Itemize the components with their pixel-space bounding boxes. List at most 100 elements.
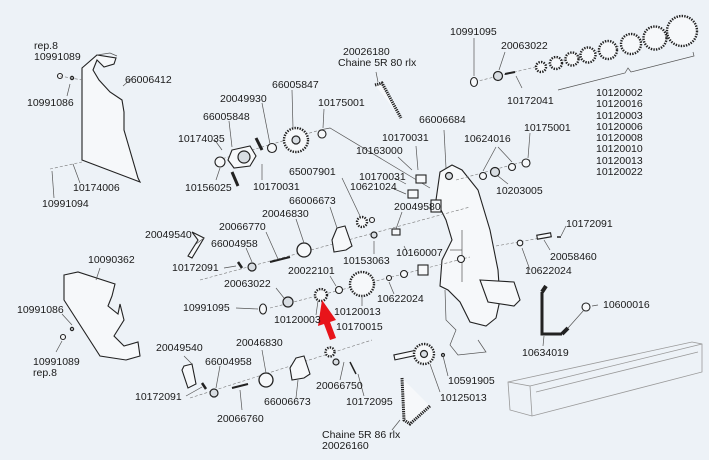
nut-10600016[interactable] xyxy=(581,302,591,312)
washer-10622024[interactable] xyxy=(385,274,393,282)
part-label-20049930[interactable]: 20049930 xyxy=(220,93,267,105)
part-label-10622024[interactable]: 10622024 xyxy=(377,293,424,305)
roller-20049580[interactable] xyxy=(391,228,401,236)
guard-plate-66006412[interactable] xyxy=(81,52,142,184)
part-label-20026180[interactable]: 20026180 xyxy=(343,46,390,58)
part-label-66005847[interactable]: 66005847 xyxy=(272,79,319,91)
plate-66006673[interactable] xyxy=(331,225,353,253)
part-label-10172091[interactable]: 10172091 xyxy=(172,262,219,274)
part-label-66004958[interactable]: 66004958 xyxy=(205,356,252,368)
bolt-10156025[interactable] xyxy=(254,137,264,151)
sprocket-option[interactable]: 10120010 xyxy=(596,143,643,156)
nut-10991086[interactable] xyxy=(69,326,75,332)
part-label-66006684[interactable]: 66006684 xyxy=(419,114,466,126)
sprocket-option[interactable]: 10120008 xyxy=(596,132,643,145)
pin-10172091[interactable] xyxy=(200,382,208,390)
part-label-10153063[interactable]: 10153063 xyxy=(343,255,390,267)
part-label-10175001[interactable]: 10175001 xyxy=(524,122,571,134)
part-label-10991095[interactable]: 10991095 xyxy=(183,302,230,314)
part-label-65007901[interactable]: 65007901 xyxy=(289,166,336,178)
washer-10624016[interactable] xyxy=(507,162,517,172)
part-label-20049580[interactable]: 20049580 xyxy=(394,201,441,213)
part-label-10170031[interactable]: 10170031 xyxy=(382,132,429,144)
washer-10622024[interactable] xyxy=(516,239,524,247)
part-label-20063022[interactable]: 20063022 xyxy=(224,278,271,290)
part-label-10170015[interactable]: 10170015 xyxy=(336,321,383,333)
part-label-10175001[interactable]: 10175001 xyxy=(318,97,365,109)
sprocket-option[interactable]: 10120013 xyxy=(596,154,643,167)
pin-10172095[interactable] xyxy=(349,361,357,375)
part-label-10624016[interactable]: 10624016 xyxy=(464,133,511,145)
plate-66006673[interactable] xyxy=(289,355,311,381)
part-label-10120013[interactable]: 10120013 xyxy=(334,306,381,318)
washer-10991095[interactable] xyxy=(258,303,268,315)
part-label-10991095[interactable]: 10991095 xyxy=(450,26,497,38)
spacer-20022101[interactable] xyxy=(334,285,344,295)
part-label-10090362[interactable]: 10090362 xyxy=(88,254,135,266)
pin-10172041[interactable] xyxy=(504,71,516,75)
washer-10174035[interactable] xyxy=(214,156,226,168)
arm-66006684[interactable] xyxy=(435,164,521,327)
part-label-20066750[interactable]: 20066750 xyxy=(316,380,363,392)
spacer-20049930[interactable] xyxy=(266,142,278,154)
part-label-10621024[interactable]: 10621024 xyxy=(350,181,397,193)
circlip-10175001[interactable] xyxy=(521,158,531,168)
sprocket-option[interactable]: 10120016 xyxy=(596,98,643,111)
part-label-66006412[interactable]: 66006412 xyxy=(125,74,172,86)
sprocket-option[interactable]: 10120022 xyxy=(596,166,643,179)
part-label-10991086[interactable]: 10991086 xyxy=(27,97,74,109)
pin-10172091[interactable] xyxy=(236,261,244,269)
part-label-20046830[interactable]: 20046830 xyxy=(262,208,309,220)
part-label-10991094[interactable]: 10991094 xyxy=(42,198,89,210)
part-label-10172095[interactable]: 10172095 xyxy=(346,396,393,408)
part-label-10203005[interactable]: 10203005 xyxy=(496,185,543,197)
sprocket-option[interactable]: 10120006 xyxy=(596,120,643,133)
clip-10621024[interactable] xyxy=(407,189,419,199)
part-label-10622024[interactable]: 10622024 xyxy=(525,265,572,277)
part-label-10172041[interactable]: 10172041 xyxy=(507,95,554,107)
cam-20046830[interactable] xyxy=(258,372,274,388)
part-label-20046830[interactable]: 20046830 xyxy=(236,337,283,349)
bearing-flange-66005848[interactable] xyxy=(227,145,257,169)
sprocket-65007901[interactable] xyxy=(355,215,369,229)
part-label-10634019[interactable]: 10634019 xyxy=(522,347,569,359)
part-label-10170031[interactable]: 10170031 xyxy=(359,171,406,183)
bolt-10156025[interactable] xyxy=(230,171,240,187)
part-label-20022101[interactable]: 20022101 xyxy=(288,265,335,277)
part-label-66006673[interactable]: 66006673 xyxy=(289,195,336,207)
plate-10090362[interactable] xyxy=(63,271,141,361)
part-label-20063022[interactable]: 20063022 xyxy=(501,40,548,52)
hub-66004958[interactable] xyxy=(247,262,257,272)
chain-80-label[interactable]: Chaine 5R 80 rlx xyxy=(338,57,417,69)
sprocket-10120003[interactable] xyxy=(313,287,329,303)
part-label-20049540[interactable]: 20049540 xyxy=(156,342,203,354)
part-label-20058460[interactable]: 20058460 xyxy=(550,251,597,263)
sprocket-10120013[interactable] xyxy=(348,270,376,298)
tensioner-10153063[interactable] xyxy=(370,231,378,239)
bracket-20049540[interactable] xyxy=(187,231,205,259)
tensioner-20066750[interactable] xyxy=(332,358,340,366)
part-label-10600016[interactable]: 10600016 xyxy=(603,299,650,311)
sprocket-set[interactable] xyxy=(534,14,699,74)
part-label-10160007[interactable]: 10160007 xyxy=(396,247,443,259)
part-label-10120003[interactable]: 10120003 xyxy=(274,314,321,326)
chain-20026160[interactable] xyxy=(400,377,432,426)
part-label-10991089[interactable]: 10991089 xyxy=(34,51,81,63)
bolt-10991089[interactable] xyxy=(59,333,67,341)
hub-20063022[interactable] xyxy=(282,296,294,308)
chain-20026180[interactable] xyxy=(374,81,403,119)
part-label-10174006[interactable]: 10174006 xyxy=(73,182,120,194)
part-label-10125013[interactable]: 10125013 xyxy=(440,392,487,404)
part-label-10163000[interactable]: 10163000 xyxy=(356,145,403,157)
part-label-20049540[interactable]: 20049540 xyxy=(145,229,192,241)
clip-10170031[interactable] xyxy=(415,174,427,184)
part-label-20066770[interactable]: 20066770 xyxy=(219,221,266,233)
circlip-10175001[interactable] xyxy=(317,129,327,139)
rod-10634019[interactable] xyxy=(540,292,562,336)
part-label-10172091[interactable]: 10172091 xyxy=(135,391,182,403)
pin-20058460[interactable] xyxy=(536,232,552,240)
part-label-20066760[interactable]: 20066760 xyxy=(217,413,264,425)
shaft-20066770[interactable] xyxy=(269,256,291,263)
part-label-10156025[interactable]: 10156025 xyxy=(185,182,232,194)
hub-66004958[interactable] xyxy=(209,388,219,398)
